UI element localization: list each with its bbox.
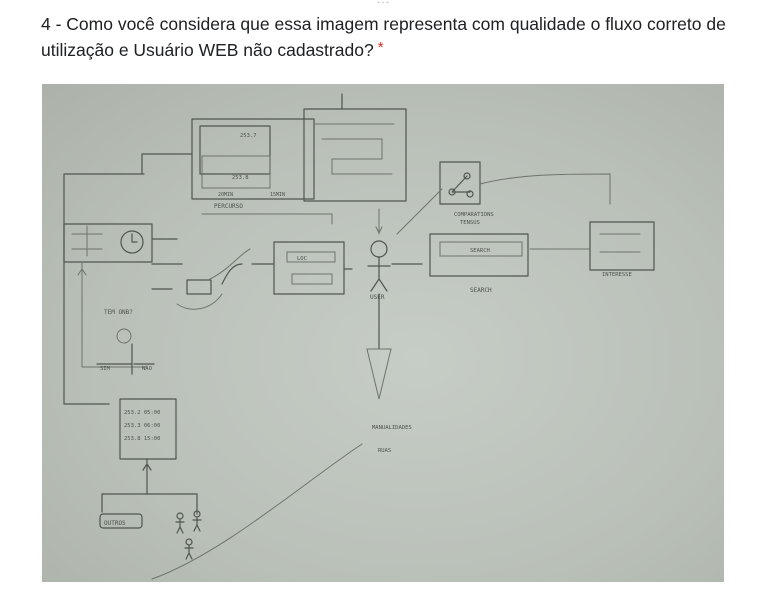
label-comparations: COMPARATIONS bbox=[454, 212, 494, 218]
question-title: 4 - Como você considera que essa imagem … bbox=[41, 11, 746, 63]
map-box bbox=[303, 108, 407, 202]
label-percurso: PERCURSO bbox=[214, 203, 243, 210]
interest-box bbox=[589, 221, 655, 271]
label-horarios-1: 253.2 05:00 bbox=[124, 410, 160, 416]
label-tem-onibus: TEM ONB? bbox=[104, 309, 133, 316]
drag-handle-dots[interactable]: ··· bbox=[377, 0, 390, 8]
route-card-2 bbox=[201, 155, 271, 189]
label-ruas: RUAS bbox=[378, 448, 391, 454]
share-box bbox=[439, 161, 481, 205]
label-search: SEARCH bbox=[470, 287, 492, 294]
label-outros: OUTROS bbox=[104, 520, 126, 527]
required-asterisk: * bbox=[377, 39, 384, 56]
route-box bbox=[191, 118, 315, 200]
loc-box bbox=[273, 241, 345, 295]
label-search-box: SEARCH bbox=[470, 248, 490, 254]
label-horarios-3: 253.8 15:00 bbox=[124, 436, 160, 442]
label-manualidades: MANUALIDADES bbox=[372, 425, 412, 431]
label-time-3: 20MIN bbox=[218, 192, 233, 198]
label-user: USER bbox=[370, 294, 385, 301]
user-figure bbox=[370, 240, 388, 258]
question-text: 4 - Como você considera que essa imagem … bbox=[41, 14, 726, 60]
sketch-drawing: PERCURSO COMPARATIONS TENSUS USER SEARCH… bbox=[63, 93, 655, 580]
label-nao: NÃO bbox=[142, 365, 152, 372]
question-image: PERCURSO COMPARATIONS TENSUS USER SEARCH… bbox=[42, 84, 724, 582]
label-tensus: TENSUS bbox=[460, 220, 480, 226]
search-box bbox=[429, 233, 529, 277]
label-interesse: INTERESSE bbox=[602, 272, 632, 278]
label-horarios-2: 253.3 06:00 bbox=[124, 423, 160, 429]
label-time-2: 253.8 bbox=[232, 175, 249, 181]
label-time-4: 15MIN bbox=[270, 192, 285, 198]
schedule-box bbox=[119, 398, 177, 460]
route-card-1 bbox=[199, 125, 271, 175]
label-sim: SIM bbox=[100, 366, 111, 372]
outros-box bbox=[99, 513, 143, 529]
label-time-1: 253.7 bbox=[240, 133, 257, 139]
clock-icon bbox=[120, 230, 144, 254]
clock-screen bbox=[63, 223, 153, 263]
label-loc: LOC bbox=[297, 256, 307, 262]
